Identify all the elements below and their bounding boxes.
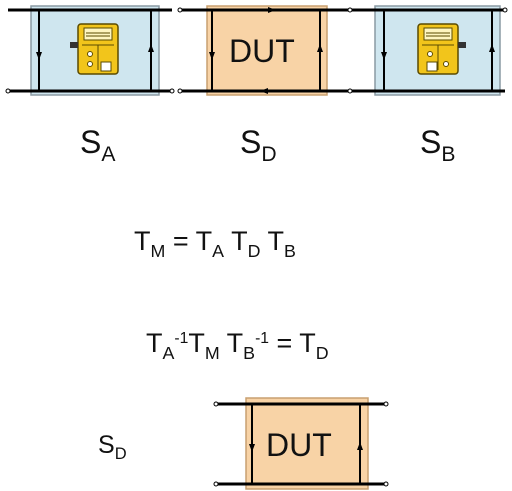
bottom-dut-diagram: DUT	[213, 397, 389, 490]
dut-block: DUT	[177, 5, 353, 96]
adapter-b-block	[352, 5, 508, 96]
label-s-b: SB	[420, 124, 456, 167]
equation-tm: TM = TA TD TB	[134, 226, 296, 261]
adapter-device-icon	[417, 23, 466, 75]
bottom-dut-label: DUT	[266, 427, 332, 463]
label-s-d-bottom: SD	[98, 431, 127, 464]
dut-label: DUT	[229, 33, 295, 69]
adapter-a-block	[5, 5, 175, 96]
label-s-d: SD	[240, 124, 277, 167]
equation-td: TA-1TM TB-1 = TD	[146, 328, 329, 363]
two-port-chain-diagram: DUT	[5, 5, 508, 96]
adapter-device-icon	[70, 23, 119, 75]
label-s-a: SA	[80, 124, 116, 167]
